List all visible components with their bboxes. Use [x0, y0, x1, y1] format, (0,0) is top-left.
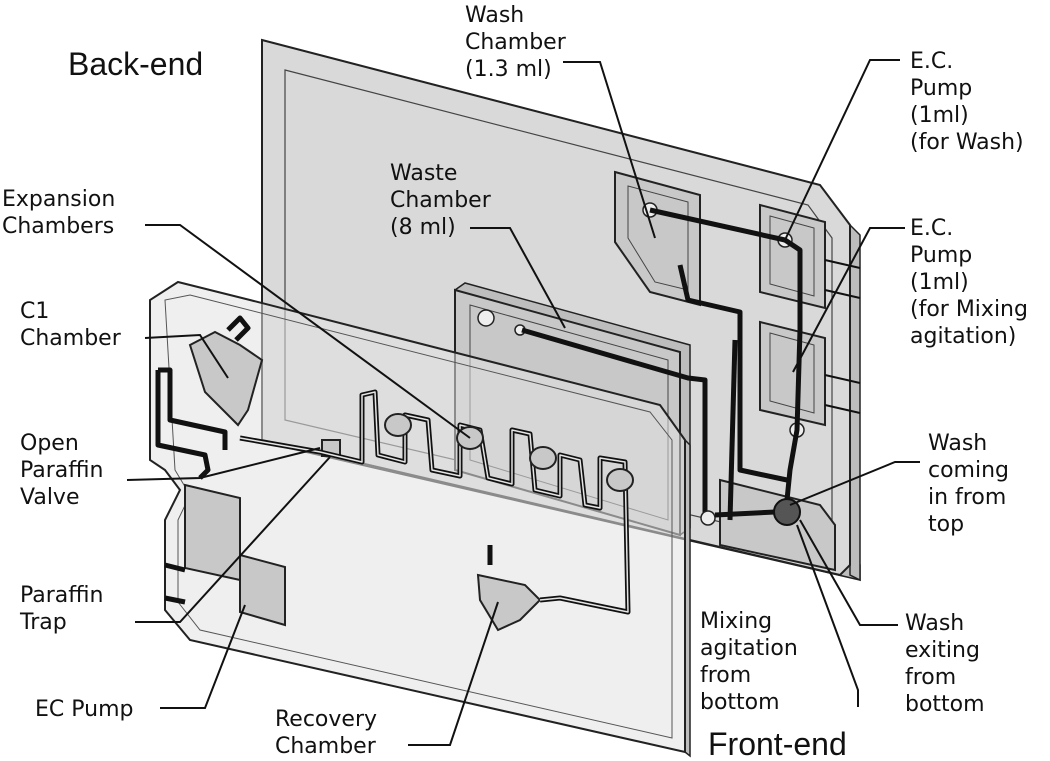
label-wash-exiting: Wash exiting from bottom — [905, 611, 987, 717]
label-recovery-chamber: Recovery Chamber — [275, 707, 384, 759]
label-mixing-agitation: Mixing agitation from bottom — [700, 609, 805, 715]
label-waste-chamber: Waste Chamber (8 ml) — [390, 161, 498, 240]
front-end-plate — [149, 280, 691, 758]
label-front-end: Front-end — [708, 726, 847, 761]
label-expansion-chambers: Expansion Chambers — [2, 187, 122, 239]
label-c1-chamber: C1 Chamber — [20, 299, 122, 351]
label-ec-pump: EC Pump — [35, 697, 133, 722]
ec-pump-mixing — [759, 320, 861, 438]
wash-chamber — [614, 170, 701, 307]
label-ec-pump-mixing: E.C. Pump (1ml) (for Mixing agitation) — [910, 216, 1035, 349]
label-ec-pump-wash: E.C. Pump (1ml) (for Wash) — [910, 49, 1024, 155]
ec-pump-front — [239, 553, 286, 627]
label-paraffin-trap: Paraffin Trap — [19, 583, 111, 635]
label-back-end: Back-end — [68, 46, 203, 82]
leader-lines — [126, 59, 920, 746]
c1-chamber — [188, 315, 264, 427]
label-open-paraffin-valve: Open Paraffin Valve — [20, 431, 111, 510]
label-wash-coming-in: Wash coming in from top — [928, 431, 1016, 537]
label-wash-chamber: Wash Chamber (1.3 ml) — [465, 3, 573, 82]
